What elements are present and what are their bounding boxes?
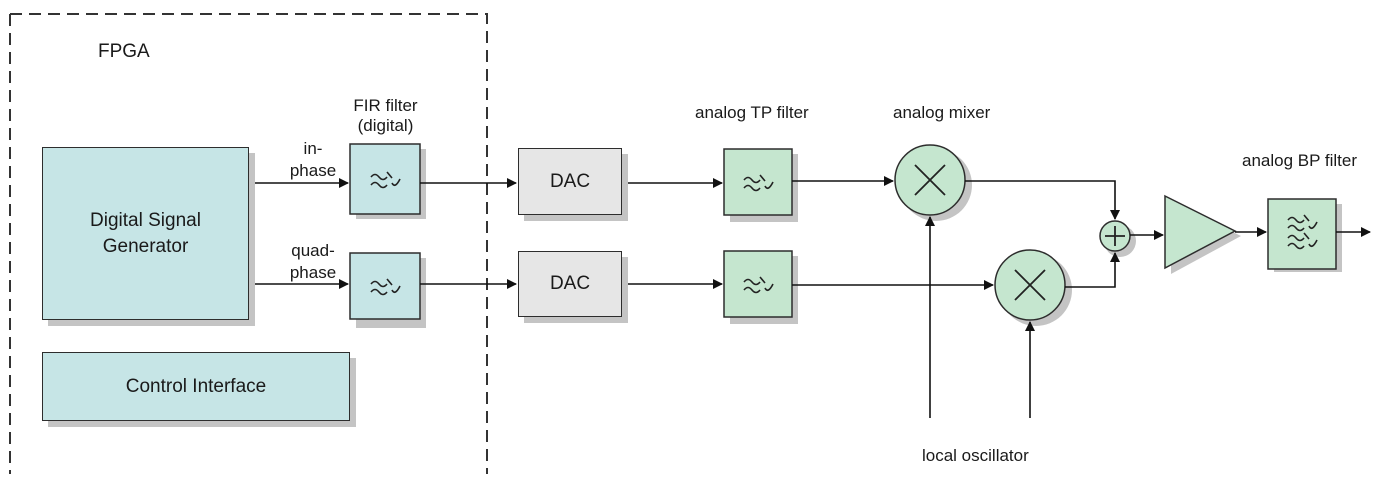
fir-filter-bottom [349,252,421,320]
amplifier [1164,194,1237,270]
in-phase-label-line2: phase [289,161,337,180]
control-interface-label: Control Interface [125,375,267,397]
digital-signal-generator-line1: Digital Signal [90,209,201,231]
dac-top-block: DAC [518,148,622,215]
analog-bp-filter [1267,198,1337,270]
control-interface-block: Control Interface [42,352,350,421]
analog-tp-filter-bottom [723,250,793,318]
analog-tp-filter-label: analog TP filter [695,103,809,122]
quad-phase-label-line1: quad- [291,241,335,260]
fir-filter-label-line1: FIR filter [353,96,418,115]
quad-phase-label: quad- phase [278,240,348,284]
fir-filter-label-line2: (digital) [357,116,414,135]
analog-mixer-label: analog mixer [893,103,991,122]
in-phase-label-line1: in- [303,139,323,158]
local-oscillator-label: local oscillator [922,446,1029,465]
dac-top-label: DAC [549,170,591,192]
in-phase-label: in- phase [278,138,348,182]
analog-mixer-top [894,144,966,216]
analog-tp-filter-top [723,148,793,216]
analog-bp-filter-label: analog BP filter [1242,151,1357,170]
quad-phase-label-line2: phase [289,263,337,282]
digital-signal-generator-line2: Generator [102,235,189,257]
wire-mixer-sum-bottom [1065,252,1120,288]
summing-junction [1099,220,1131,252]
fir-filter-top [349,143,421,215]
analog-mixer-bottom [994,249,1066,321]
wire-mixer-sum-top [965,180,1120,220]
dac-bottom-label: DAC [549,273,591,294]
fpga-label: FPGA [98,41,150,62]
fpga-boundary [10,13,488,474]
dac-bottom-block: DAC [518,251,622,317]
digital-signal-generator-block: Digital Signal Generator [42,147,249,320]
fir-filter-label: FIR filter (digital) [338,96,433,136]
